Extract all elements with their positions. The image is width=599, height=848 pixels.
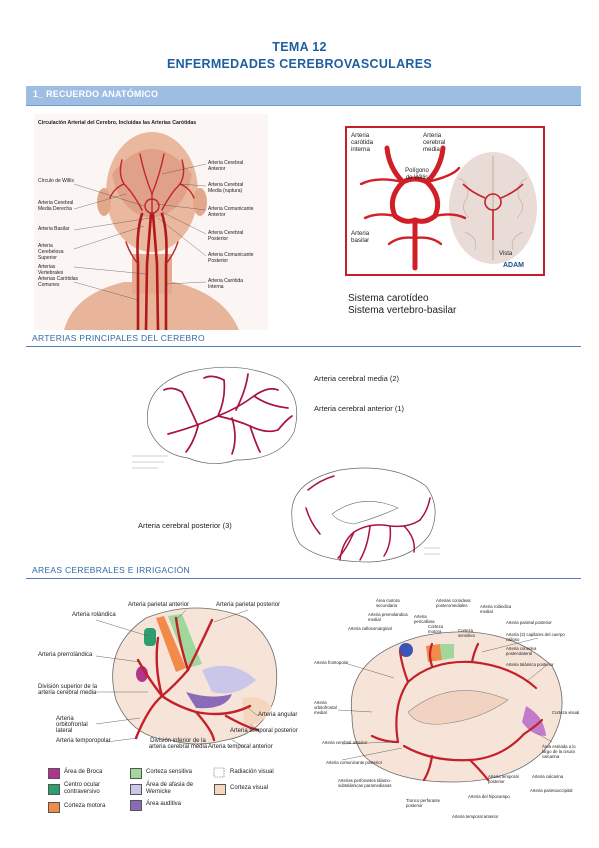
section-rule-arterias <box>26 346 581 347</box>
label-comunicante-posterior-medial: Arteria comunicante posterior <box>326 760 383 765</box>
label-willis-cerebral-media: Arteria cerebral media <box>423 132 446 153</box>
label-premolandica: Arteria premolandica medial <box>368 612 408 623</box>
label-corteza-sensitiva-medial: Corteza sensitiva <box>458 628 475 639</box>
label-cerebral-anterior-medial: Arteria cerebral anterior <box>322 740 368 745</box>
label-talamica-posterior: Arteria talámica posterior <box>506 662 554 667</box>
label-temporal-posterior-medial: Arteria temporal posterior <box>488 774 519 785</box>
label-prerolandica: Arteria prerrolándica <box>38 652 93 658</box>
label-carotidas-comunes: Arterias Carótidas Comunes <box>38 276 79 288</box>
legend-swatch-motora <box>48 802 60 813</box>
figure-medial-areas: Área motora secundaria Arteria pericallo… <box>312 596 582 836</box>
label-hipocampo: Arteria del hipocampo <box>468 794 510 799</box>
label-parietal-posterior-medial: Arteria parietal posterior <box>506 620 552 625</box>
label-comunicante-anterior: Arteria Comunicante Anterior <box>208 206 254 218</box>
legend-swatch-wernicke <box>130 784 142 795</box>
label-vertebrales: Arterias Vertebrales <box>38 264 64 276</box>
label-cerebelosa: Arteria Cerebelosa Superior <box>38 243 64 261</box>
label-willis-poligono: Polígono de Willis <box>405 168 429 181</box>
legend-label-ocular: Centro ocular contraversivo <box>64 782 101 795</box>
label-corteza-motora-medial: Corteza motora <box>428 624 444 635</box>
label-pericallosa: Arteria pericallosa <box>414 614 435 625</box>
label-willis-carotida: Arteria carótida interna <box>351 132 374 153</box>
section-rule-areas <box>26 578 581 579</box>
label-motora-secundaria: Área motora secundaria <box>376 598 400 609</box>
label-cerebral-anterior-1: Arteria cerebral anterior (1) <box>314 404 405 413</box>
label-coroideas-posteromediales: Arterias coroideas posteromediales <box>436 598 471 609</box>
legend-label-wernicke: Área de afasia de Wernicke <box>146 782 194 795</box>
legend-swatch-ocular <box>48 784 60 795</box>
label-cerebral-media: Arteria Cerebral Media (ruptura) <box>208 182 244 194</box>
label-frontopolar: Arteria frontopolar <box>314 660 349 665</box>
label-corteza-visual-medial: Corteza visual <box>552 710 580 715</box>
label-tronco-perforante: Tronco perforante posterior <box>406 798 440 809</box>
figure-head-circulation: Circulación Arterial del Cerebro, Inclui… <box>34 114 268 330</box>
willis-illustration <box>359 145 537 271</box>
medial-areas-illustration <box>337 631 563 783</box>
caption-sistema-carotideo: Sistema carotídeo <box>348 293 429 304</box>
label-calcarina: Arteria calcarina <box>532 774 564 779</box>
label-talamo-subtalamicas: Arterias perforantes tálamo-subtalámicas… <box>338 778 392 789</box>
label-willis-basilar: Arteria basilar <box>351 230 370 244</box>
legend-swatch-auditiva <box>130 800 142 811</box>
head-illustration <box>64 132 239 330</box>
label-basilar: Arteria Basilar <box>38 226 70 232</box>
label-orbitofrontal-medial: Arteria orbitofrontal medial <box>314 700 337 716</box>
label-cerebral-posterior-3: Arteria cerebral posterior (3) <box>138 521 232 530</box>
section-title-arterias: ARTERIAS PRINCIPALES DEL CEREBRO <box>32 333 205 343</box>
label-area-estriada: Área estriada a lo largo de la cisura ca… <box>542 744 576 760</box>
legend-label-sensitiva: Corteza sensitiva <box>146 769 193 775</box>
label-coroidea-posterolateral: Arteria coroidea posterolateral <box>506 646 537 657</box>
label-circulo-willis: Círculo de Willis <box>38 178 74 184</box>
figure-willis: Arteria carótida interna Arteria cerebra… <box>345 126 545 276</box>
lateral-brain-arteries <box>132 366 298 469</box>
label-rolandica: Arteria rolándica <box>72 612 116 618</box>
legend-swatch-visual <box>214 784 226 795</box>
section-title-anatomy: 1_ RECUERDO ANATÓMICO <box>33 89 159 99</box>
label-willis-vista: Vista <box>499 251 513 257</box>
label-temporopolar: Arteria temporopolar <box>56 738 111 744</box>
label-cerebral-anterior: Arteria Cerebral Anterior <box>208 160 244 172</box>
legend-label-broca: Área de Broca <box>64 769 103 775</box>
label-cerebral-media-2: Arteria cerebral media (2) <box>314 374 400 383</box>
document-title: TEMA 12 <box>272 40 327 54</box>
legend-label-visual: Corteza visual <box>230 785 269 791</box>
legend-swatch-broca <box>48 768 60 779</box>
legend-swatch-sensitiva <box>130 768 142 779</box>
figure-head-title: Circulación Arterial del Cerebro, Inclui… <box>38 120 197 126</box>
legend-label-radiacion: Radiación visual <box>230 769 274 775</box>
medial-brain-arteries <box>291 467 440 563</box>
label-carotida-interna: Arteria Carótida Interna <box>208 278 244 290</box>
label-temporal-posterior: Arteria temporal posterior <box>230 728 298 734</box>
label-cuerpo-calloso: Arteria (3) capilares del cuerpo calloso <box>506 632 565 643</box>
label-comunicante-posterior: Arteria Comunicante Posterior <box>208 252 254 264</box>
document-subtitle: ENFERMEDADES CEREBROVASCULARES <box>166 57 433 71</box>
label-angular: Arteria angular <box>258 712 298 718</box>
section-title-areas: AREAS CEREBRALES E IRRIGACIÓN <box>32 565 190 575</box>
adam-logo: ADAM <box>503 262 524 269</box>
label-temporal-anterior: Arteria temporal anterior <box>208 744 273 750</box>
label-division-superior: División superior de la arteria cerebral… <box>38 684 98 696</box>
section-bar-anatomy: 1_ RECUERDO ANATÓMICO <box>26 86 581 106</box>
label-callosomarginal: Arteria callosomarginal <box>348 626 392 631</box>
label-parietooccipital: Arteria parietooccipital <box>530 788 573 793</box>
label-temporal-anterior-medial: Arteria temporal anterior <box>452 814 499 819</box>
label-cerebral-posterior: Arteria Cerebral Posterior <box>208 230 244 242</box>
label-rolandica-medial: Arteria rolándica medial <box>480 604 512 615</box>
figure-lateral-areas: Arteria rolándica Arteria parietal anter… <box>36 588 306 838</box>
label-cerebral-media-derecha: Arteria Cerebral Media Derecha <box>38 200 74 212</box>
legend-label-auditiva: Área auditiva <box>146 801 182 807</box>
label-parietal-posterior: Arteria parietal posterior <box>216 602 281 608</box>
label-parietal-anterior: Arteria parietal anterior <box>128 602 190 608</box>
caption-sistema-vertebro-basilar: Sistema vertebro-basilar <box>348 305 457 316</box>
lateral-areas-illustration <box>95 607 278 778</box>
legend-label-motora: Corteza motora <box>64 803 106 809</box>
label-orbitofrontal-lateral: Arteria orbitofrontal lateral <box>56 716 88 734</box>
label-division-inferior: División inferior de la arteria cerebral… <box>148 738 208 750</box>
